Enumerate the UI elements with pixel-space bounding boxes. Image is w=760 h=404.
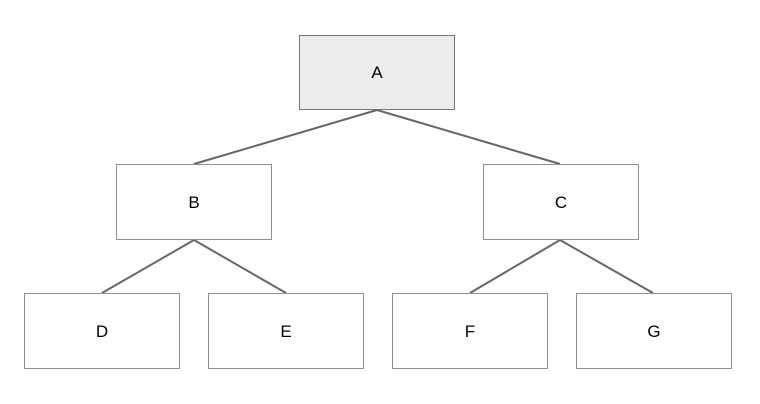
- node-E-label: E: [280, 321, 292, 341]
- node-C-label: C: [554, 192, 568, 212]
- node-B-label: B: [188, 192, 200, 212]
- node-G[interactable]: G: [576, 293, 732, 369]
- edge-A-B: [193, 109, 378, 165]
- node-G-label: G: [647, 321, 661, 341]
- edge-C-G: [559, 239, 654, 294]
- node-B[interactable]: B: [116, 164, 272, 240]
- edge-B-E: [193, 239, 287, 294]
- edge-C-F: [469, 239, 561, 294]
- node-A[interactable]: A: [299, 35, 455, 110]
- node-D[interactable]: D: [24, 293, 180, 369]
- node-D-label: D: [95, 321, 109, 341]
- node-F[interactable]: F: [392, 293, 548, 369]
- edge-B-D: [101, 239, 195, 294]
- node-F-label: F: [464, 321, 476, 341]
- node-E[interactable]: E: [208, 293, 364, 369]
- node-A-label: A: [371, 63, 383, 82]
- node-C[interactable]: C: [483, 164, 639, 240]
- edge-A-C: [376, 109, 561, 165]
